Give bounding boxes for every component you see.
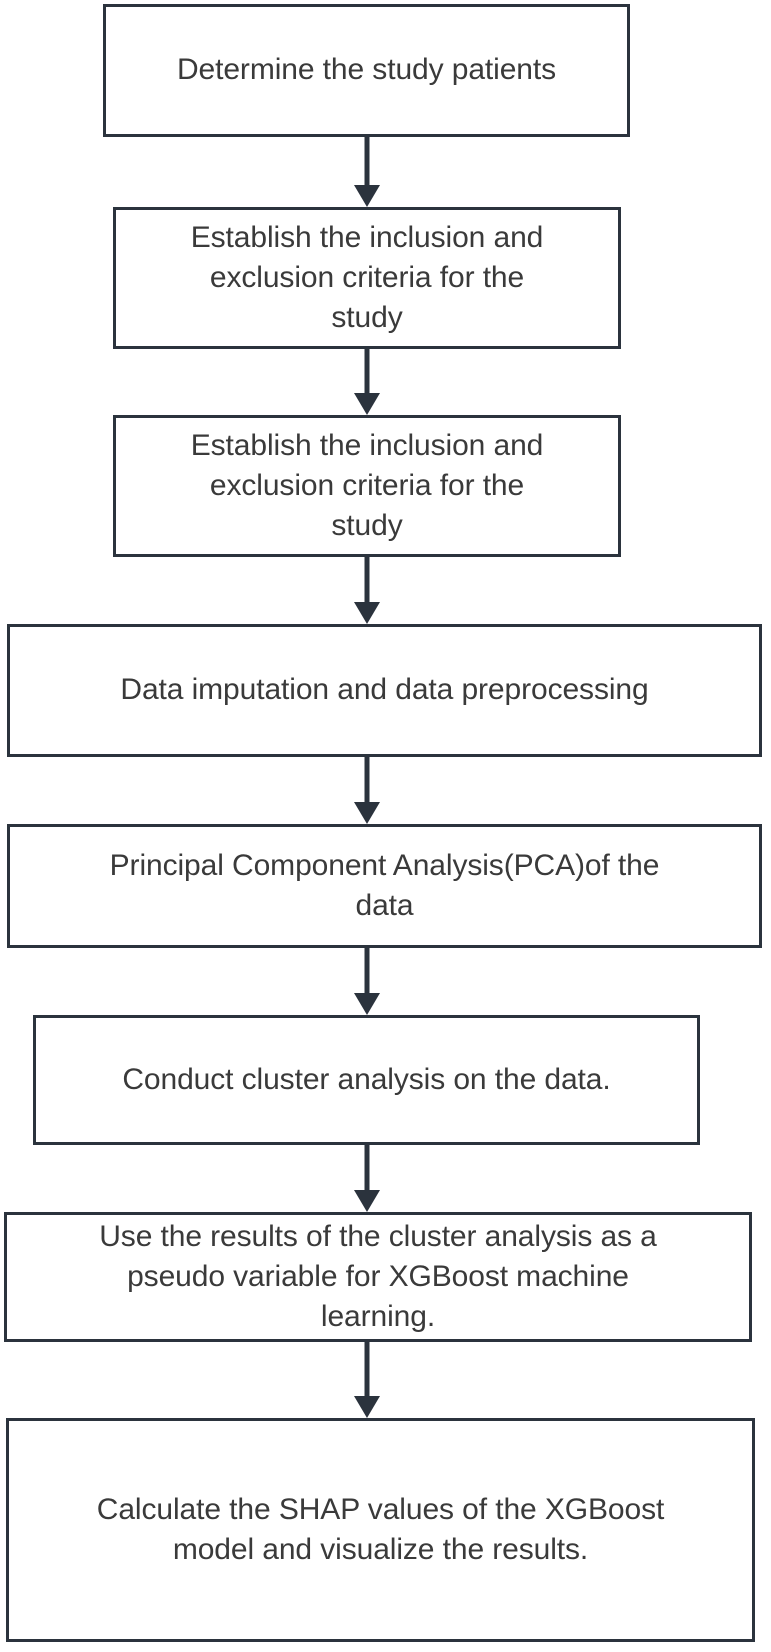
flow-node-label: Calculate the SHAP values of the XGBoost… [96,1492,665,1566]
arrow-shaft [364,757,370,804]
flow-node-inclusion-exclusion-criteria-1: Establish the inclusion and exclusion cr… [113,207,621,349]
arrow-head-icon [354,1396,380,1418]
arrow-head-icon [354,185,380,207]
arrow-head-icon [354,602,380,624]
arrow-shaft [364,557,370,604]
flow-node-conduct-cluster-analysis: Conduct cluster analysis on the data. [33,1015,700,1145]
arrow-head-icon [354,1190,380,1212]
arrow-head-icon [354,802,380,824]
arrow-shaft [364,948,370,995]
flow-node-label: Determine the study patients [176,53,557,87]
flow-node-principal-component-analysis: Principal Component Analysis(PCA)of the … [7,824,762,948]
flow-node-label: Data imputation and data preprocessing [120,673,649,707]
arrow-shaft [364,1145,370,1192]
arrow-head-icon [354,393,380,415]
flow-node-label: Use the results of the cluster analysis … [99,1219,657,1334]
flow-node-xgboost-pseudo-variable: Use the results of the cluster analysis … [4,1212,752,1342]
flow-node-data-imputation-preprocessing: Data imputation and data preprocessing [7,624,762,757]
flow-node-label: Establish the inclusion and exclusion cr… [190,220,544,335]
flow-node-label: Establish the inclusion and exclusion cr… [190,428,544,543]
arrow-head-icon [354,993,380,1015]
flow-node-determine-study-patients: Determine the study patients [103,4,630,137]
flow-node-label: Conduct cluster analysis on the data. [122,1062,611,1096]
flow-node-inclusion-exclusion-criteria-2: Establish the inclusion and exclusion cr… [113,415,621,557]
flow-node-shap-values-visualization: Calculate the SHAP values of the XGBoost… [6,1418,755,1642]
arrow-shaft [364,1342,370,1398]
flow-node-label: Principal Component Analysis(PCA)of the … [109,848,660,922]
arrow-shaft [364,137,370,187]
arrow-shaft [364,349,370,395]
